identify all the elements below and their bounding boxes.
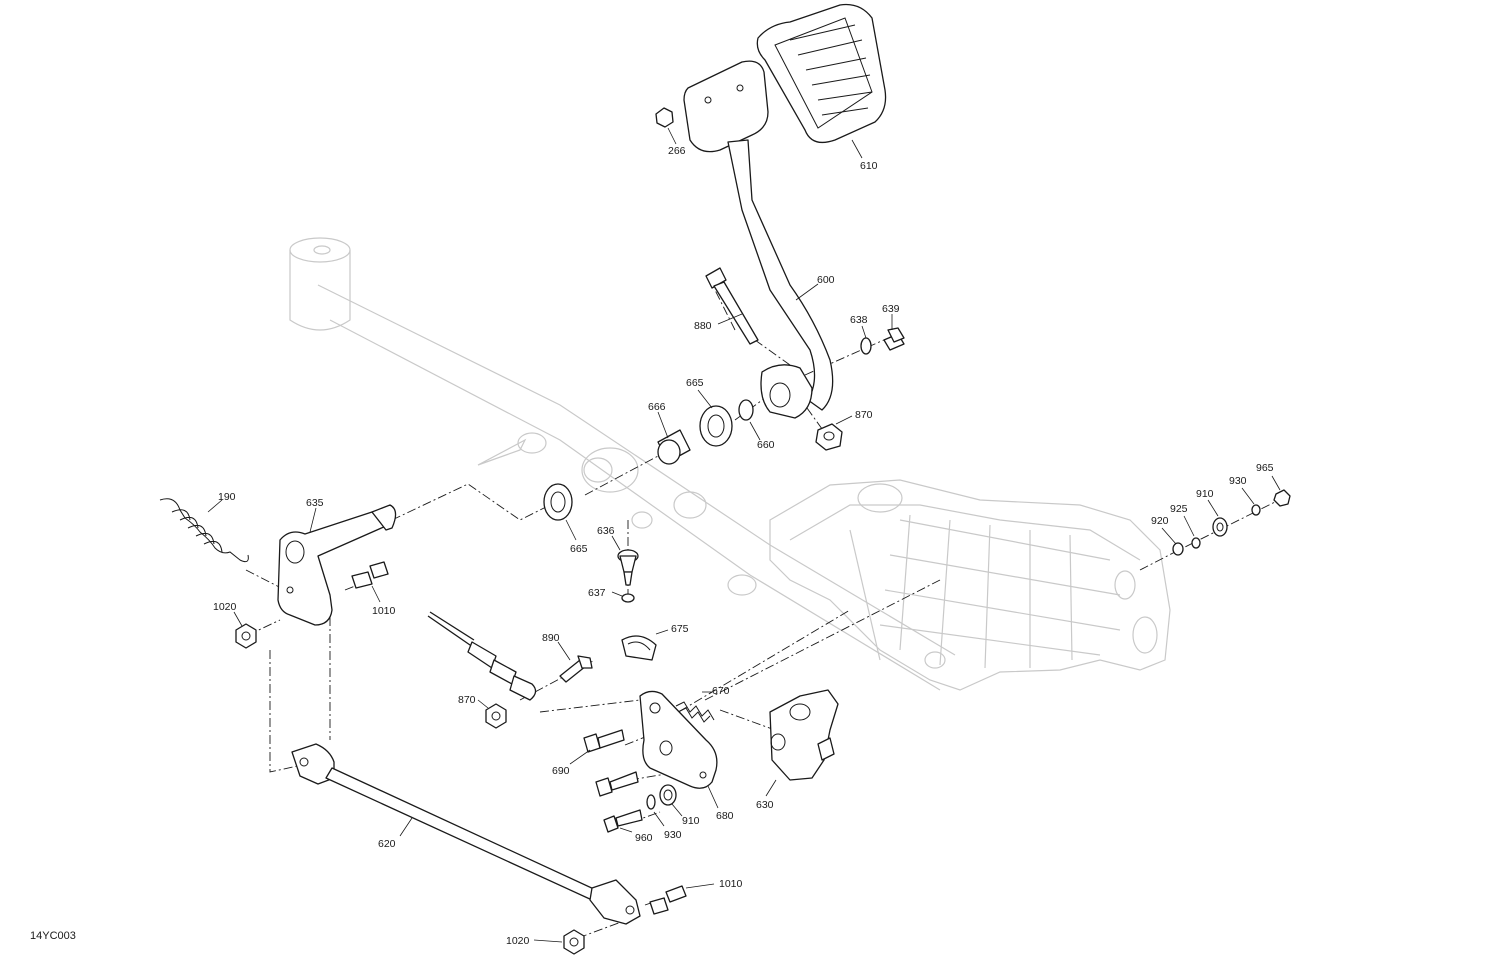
frame-tube-ghost (289, 237, 956, 691)
shaft-lever-635-part (277, 504, 397, 626)
callout-1010-left: 1010 (372, 605, 396, 617)
callout-600: 600 (817, 274, 835, 286)
callout-610: 610 (860, 160, 878, 172)
nut-870-top-part (815, 423, 843, 451)
pedal-pad-part (756, 3, 887, 144)
callout-960: 960 (635, 832, 653, 844)
callout-1010-bottom: 1010 (719, 878, 743, 890)
callout-670: 670 (712, 685, 730, 697)
nut-870-mid-part (485, 703, 507, 729)
callout-639: 639 (882, 303, 900, 315)
callout-920: 920 (1151, 515, 1169, 527)
washer-930-low-part (646, 794, 656, 810)
bracket-680-part (639, 690, 718, 789)
callout-666: 666 (648, 401, 666, 413)
pin-890-part (559, 655, 593, 683)
nut-1020-left-part (235, 623, 257, 649)
callout-890: 890 (542, 632, 560, 644)
callout-665-top: 665 (686, 377, 704, 389)
bolt-880-part (705, 267, 759, 345)
callout-190: 190 (218, 491, 236, 503)
pedal-arm-part (683, 60, 834, 419)
callout-638: 638 (850, 314, 868, 326)
callout-930-right: 930 (1229, 475, 1247, 487)
callout-925: 925 (1170, 503, 1188, 515)
clip-637-part (621, 593, 635, 603)
callout-870-top: 870 (855, 409, 873, 421)
callout-637: 637 (588, 587, 606, 599)
callout-930-low: 930 (664, 829, 682, 841)
drawing-reference-code: 14YC003 (30, 930, 76, 942)
pin-1010-bottom-part (649, 885, 687, 915)
callout-630: 630 (756, 799, 774, 811)
bushing-666-part (657, 429, 691, 465)
callout-1020-bottom: 1020 (506, 935, 530, 947)
callout-665-mid: 665 (570, 543, 588, 555)
stopper-636-part (617, 549, 639, 586)
spacer-910-low-part (659, 784, 677, 806)
hardware-stack-right-part (1172, 489, 1291, 556)
bearing-665-mid-part (543, 483, 573, 521)
housing-ghost (769, 479, 1171, 691)
rod-620-part (291, 743, 641, 925)
cable-part (427, 611, 537, 701)
callout-910-low: 910 (682, 815, 700, 827)
nut-1020-bottom-part (563, 929, 585, 955)
callout-870-mid: 870 (458, 694, 476, 706)
leader-lines (207, 127, 1281, 943)
callout-680: 680 (716, 810, 734, 822)
spring-190-part (159, 498, 249, 563)
circlip-660-part (738, 399, 754, 421)
bolt-690-lower-part (595, 771, 639, 797)
callout-690: 690 (552, 765, 570, 777)
callout-965: 965 (1256, 462, 1274, 474)
callout-620: 620 (378, 838, 396, 850)
pin-1010-left-part (351, 561, 389, 589)
nut-266-part (655, 107, 674, 128)
bearing-665-top-part (699, 405, 733, 447)
callout-910-right: 910 (1196, 488, 1214, 500)
screw-639-part (883, 327, 905, 351)
callout-266: 266 (668, 145, 686, 157)
washer-638-part (860, 337, 872, 355)
bellcrank-630-part (769, 689, 839, 781)
clip-675-part (621, 635, 657, 661)
bolt-960-part (603, 809, 643, 833)
callout-635: 635 (306, 497, 324, 509)
callouts: 266 610 600 880 638 639 665 666 660 870 … (213, 145, 1274, 947)
callout-1020-left: 1020 (213, 601, 237, 613)
callout-675: 675 (671, 623, 689, 635)
spring-670-part (675, 701, 715, 723)
callout-636: 636 (597, 525, 615, 537)
callout-660: 660 (757, 439, 775, 451)
bolt-690-upper-part (583, 729, 625, 753)
callout-880: 880 (694, 320, 712, 332)
